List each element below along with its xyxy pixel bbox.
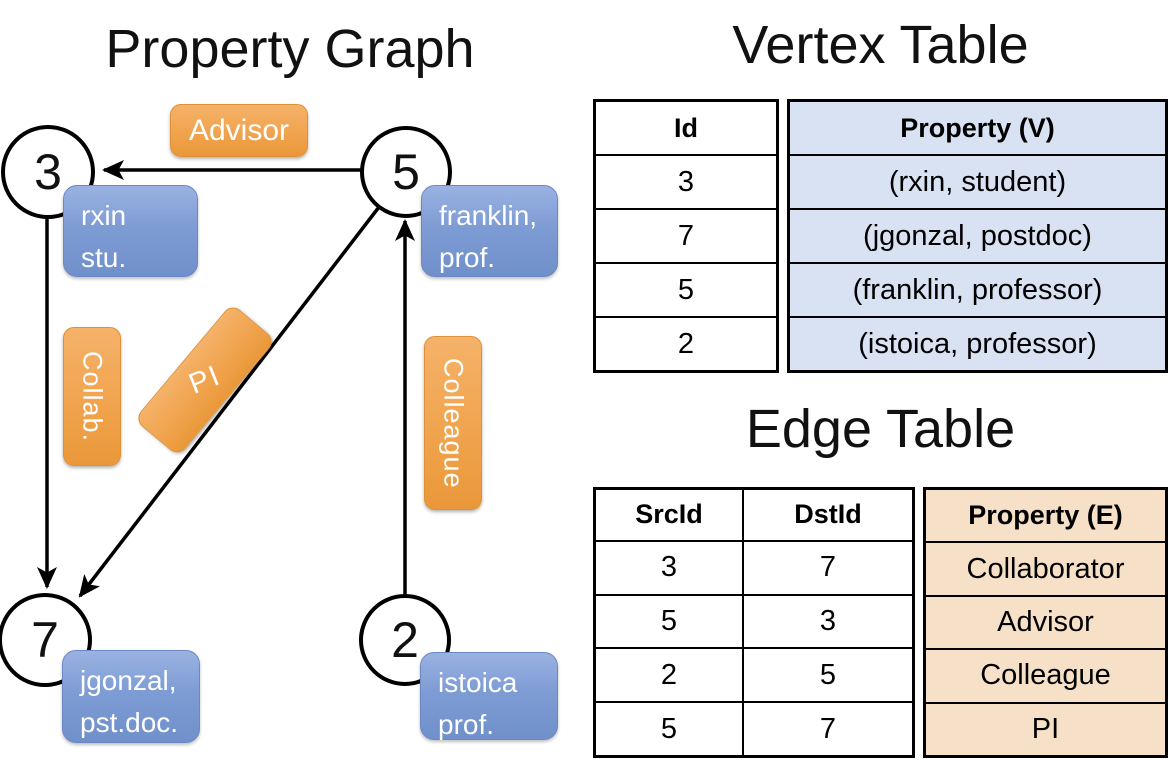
table-cell: Colleague	[926, 648, 1165, 702]
table-cell: 5	[596, 593, 742, 648]
node-id-7: 7	[31, 612, 59, 668]
node-id-3: 3	[34, 144, 62, 200]
vertex-table-header-id: Id	[674, 112, 698, 143]
graph-canvas	[0, 125, 452, 687]
edge-label-advisor-text: Advisor	[188, 113, 290, 147]
table-cell: 7	[596, 208, 776, 262]
vertex-label-rxin-line1: rxin	[81, 200, 127, 231]
edge-table-header-property: Property (E)	[926, 490, 1165, 542]
vertex-label-istoica: istoica prof.	[420, 652, 558, 740]
table-cell: (istoica, professor)	[790, 316, 1165, 370]
table-cell: (franklin, professor)	[790, 262, 1165, 316]
vertex-label-istoica-line1: istoica	[438, 667, 518, 698]
vertex-table-id-column: Id 3 7 5 2	[593, 99, 779, 373]
vertex-table-header-property: Property (V)	[790, 102, 1165, 154]
table-cell: 2	[596, 647, 742, 701]
vertex-label-istoica-line2: prof.	[438, 709, 495, 740]
table-cell: 3	[596, 539, 742, 594]
node-id-5: 5	[392, 144, 420, 200]
edge-label-colleague-text: Colleague	[438, 357, 469, 489]
vertex-label-rxin: rxin stu.	[63, 185, 198, 277]
table-cell: (rxin, student)	[790, 154, 1165, 208]
vertex-label-jgonzal: jgonzal, pst.doc.	[62, 650, 200, 743]
vertex-label-rxin-line2: stu.	[81, 242, 127, 273]
edge-table-id-columns: SrcId DstId 3 7 5 3 2 5 5 7	[593, 487, 915, 758]
edge-table-header-dst: DstId	[742, 490, 912, 540]
table-cell: 3	[742, 593, 912, 648]
property-graph-title: Property Graph	[105, 19, 475, 79]
edge-table-property-column: Property (E) Collaborator Advisor Collea…	[923, 487, 1168, 758]
vertex-table: Id 3 7 5 2 Property (V) (rxin, student) …	[593, 99, 1168, 373]
vertex-label-franklin-line2: prof.	[439, 242, 496, 273]
edge-pi-line	[78, 205, 381, 598]
vertex-label-jgonzal-line1: jgonzal,	[80, 665, 177, 696]
table-cell: 5	[742, 647, 912, 702]
table-cell: Advisor	[926, 594, 1165, 649]
table-cell: 3	[596, 154, 776, 208]
table-cell: 5	[596, 701, 742, 755]
table-cell: PI	[926, 701, 1165, 756]
table-cell: 7	[742, 701, 912, 755]
edge-label-pi-text: PI	[184, 358, 226, 401]
edge-label-advisor: Advisor	[170, 104, 308, 157]
edge-label-colleague: Colleague	[424, 336, 482, 510]
vertex-label-jgonzal-line2: pst.doc.	[80, 707, 179, 738]
edge-label-collab: Collab.	[63, 327, 121, 466]
table-cell: 2	[596, 316, 776, 370]
vertex-table-title: Vertex Table	[732, 15, 1029, 75]
table-cell: Collaborator	[926, 541, 1165, 595]
edge-table-header-src: SrcId	[635, 499, 703, 530]
edge-table: SrcId DstId 3 7 5 3 2 5 5 7 Property (E)…	[593, 487, 1168, 758]
vertex-label-franklin-line1: franklin,	[439, 200, 538, 231]
table-cell: 7	[742, 539, 912, 594]
table-cell: (jgonzal, postdoc)	[790, 208, 1165, 262]
vertex-table-property-column: Property (V) (rxin, student) (jgonzal, p…	[787, 99, 1168, 373]
node-id-2: 2	[391, 612, 419, 668]
edge-table-title: Edge Table	[745, 399, 1016, 459]
edge-label-collab-text: Collab.	[77, 350, 108, 443]
vertex-label-franklin: franklin, prof.	[421, 185, 558, 277]
table-cell: 5	[596, 262, 776, 316]
